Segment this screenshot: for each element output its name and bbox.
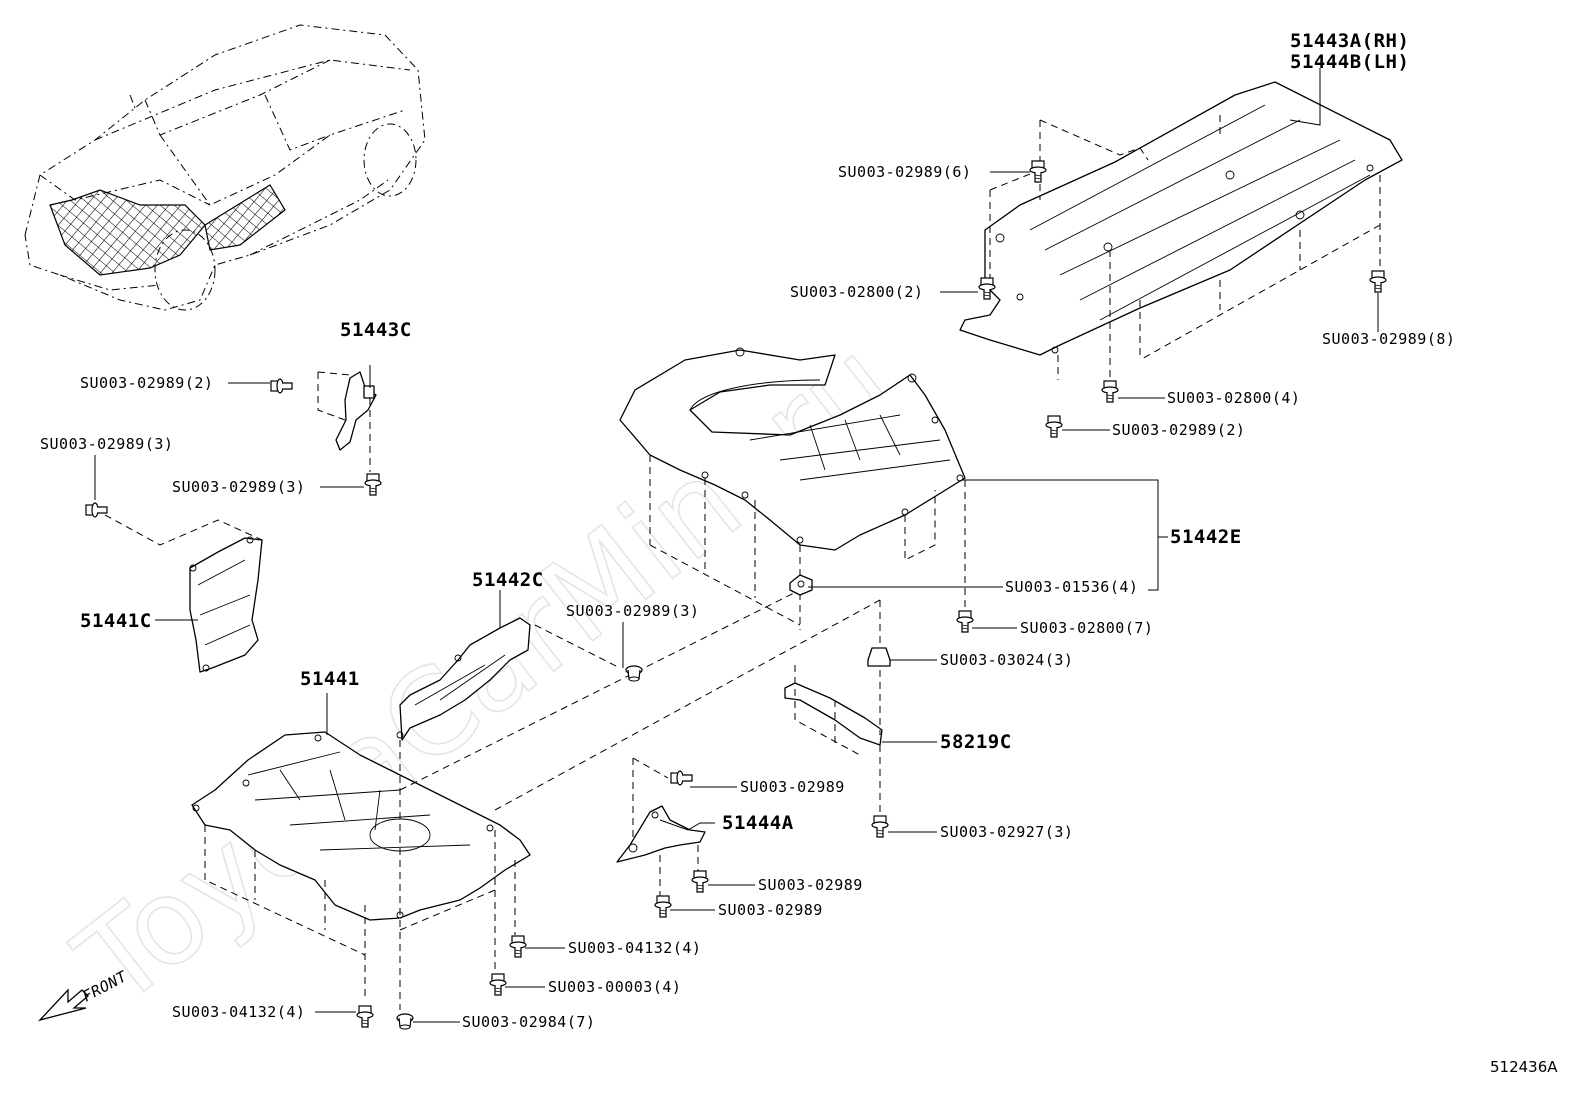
label-su003-02989-c: SU003-02989 [718, 901, 823, 919]
part-labels: 51443A(RH) 51444B(LH) 51443C 51441C 5144… [80, 30, 1409, 834]
part-51443A-rear-undercover [959, 81, 1403, 356]
label-su003-02989-a: SU003-02989 [740, 778, 845, 796]
label-su003-04132-4-right: SU003-04132(4) [568, 939, 701, 957]
label-su003-00003-4: SU003-00003(4) [548, 978, 681, 996]
part-51444A-bracket [616, 757, 706, 900]
label-su003-04132-4-left: SU003-04132(4) [172, 1003, 305, 1021]
label-51444B: 51444B(LH) [1290, 51, 1409, 73]
part-51442C-bracket [396, 617, 621, 741]
label-51441: 51441 [300, 668, 360, 690]
part-51441-front-undercover [191, 731, 531, 921]
label-51442C: 51442C [472, 569, 544, 591]
label-su003-02984-7: SU003-02984(7) [462, 1013, 595, 1031]
label-51443C: 51443C [340, 319, 412, 341]
label-su003-01536-4: SU003-01536(4) [1005, 578, 1138, 596]
part-51443C-bracket [317, 371, 377, 472]
center-panel-dashed-guides [649, 455, 966, 650]
label-su003-02800-7: SU003-02800(7) [1020, 619, 1153, 637]
label-58219C: 58219C [940, 731, 1012, 753]
label-su003-02989-3-center: SU003-02989(3) [566, 602, 699, 620]
label-su003-02989-6: SU003-02989(6) [838, 163, 971, 181]
car-undercover-highlight [49, 184, 286, 276]
label-51443A: 51443A(RH) [1290, 30, 1409, 52]
label-su003-02989-2-rear: SU003-02989(2) [1112, 421, 1245, 439]
label-su003-02989-2-left: SU003-02989(2) [80, 374, 213, 392]
part-58219C-bracket [784, 647, 891, 820]
label-su003-02800-2: SU003-02800(2) [790, 283, 923, 301]
label-su003-02989-3-bracket: SU003-02989(3) [172, 478, 305, 496]
part-51442E-center-undercover [619, 347, 966, 551]
label-su003-03024-3: SU003-03024(3) [940, 651, 1073, 669]
label-51441C: 51441C [80, 610, 152, 632]
label-su003-02989-b: SU003-02989 [758, 876, 863, 894]
label-51442E: 51442E [1170, 526, 1242, 548]
car-overview-illustration [24, 24, 426, 311]
clip-nut-01536 [789, 574, 813, 596]
fastener-labels: SU003-02989(6) SU003-02800(2) SU003-0298… [40, 163, 1455, 1031]
label-su003-02989-8: SU003-02989(8) [1322, 330, 1455, 348]
figure-id: 512436A [1490, 1058, 1558, 1076]
leader-lines [94, 68, 1379, 1023]
part-51441C-side-cover [104, 514, 263, 673]
label-51444A: 51444A [722, 812, 794, 834]
label-su003-02800-4: SU003-02800(4) [1167, 389, 1300, 407]
label-su003-02927-3: SU003-02927(3) [940, 823, 1073, 841]
front-panel-dashed-guides [204, 589, 881, 1010]
label-su003-02989-3-side: SU003-02989(3) [40, 435, 173, 453]
